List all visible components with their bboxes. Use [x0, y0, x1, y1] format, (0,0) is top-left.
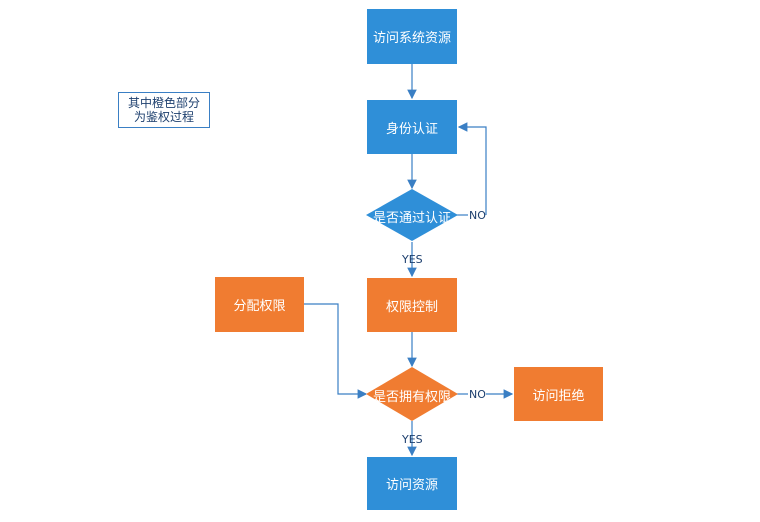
label-yes-auth: YES	[402, 253, 423, 266]
label-no-auth: NO	[469, 209, 486, 222]
node-access-denied: 访问拒绝	[514, 367, 603, 421]
edge-no-loop	[457, 122, 487, 215]
legend-note: 其中橙色部分 为鉴权过程	[118, 92, 210, 128]
node-auth-passed: 是否通过认证	[372, 211, 451, 226]
note-line1: 其中橙色部分	[127, 96, 200, 110]
node-access-system: 访问系统资源	[367, 9, 457, 64]
edge-assign-to-perm	[304, 303, 368, 399]
node-identity-auth: 身份认证	[367, 100, 457, 154]
label-yes-perm: YES	[402, 433, 423, 446]
node-access-resource: 访问资源	[367, 457, 457, 510]
node-assign-permission: 分配权限	[215, 277, 304, 332]
node-has-permission: 是否拥有权限	[372, 390, 451, 405]
auth-decision-diamond	[366, 189, 458, 241]
node-permission-control: 权限控制	[367, 278, 457, 332]
note-line2: 为鉴权过程	[133, 110, 194, 124]
perm-decision-diamond	[366, 367, 458, 421]
label-no-perm: NO	[469, 388, 486, 401]
